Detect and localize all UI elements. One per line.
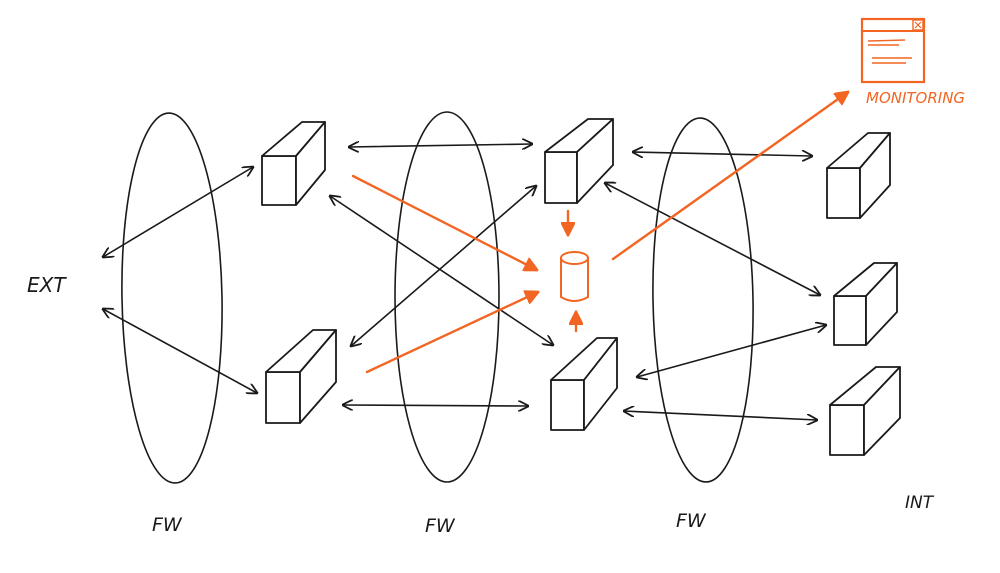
firewall-ellipse-3 [652, 117, 754, 483]
firewall-ellipse-1 [121, 112, 223, 484]
server-box-icon [261, 121, 326, 206]
firewall-label-1: FW [152, 514, 183, 536]
firewall-ellipse-2 [394, 111, 500, 483]
monitoring-window-icon [860, 17, 926, 84]
external-label: EXT [27, 273, 67, 297]
server-box-icon [826, 132, 891, 219]
connection-arrows [103, 144, 826, 420]
firewall-label-2: FW [425, 515, 456, 537]
firewall-label-3: FW [676, 510, 707, 532]
server-box-icon [829, 366, 901, 456]
firewall-zones [121, 111, 754, 484]
log-flow-arrows [351, 92, 848, 374]
server-box-icon [550, 337, 618, 431]
server-box-icon [265, 329, 337, 424]
server-box-icon [833, 262, 898, 346]
internal-label: INT [905, 493, 935, 513]
server-box-icon [544, 118, 614, 204]
monitoring-label: MONITORING [866, 89, 965, 107]
database-cylinder-icon [560, 251, 589, 302]
